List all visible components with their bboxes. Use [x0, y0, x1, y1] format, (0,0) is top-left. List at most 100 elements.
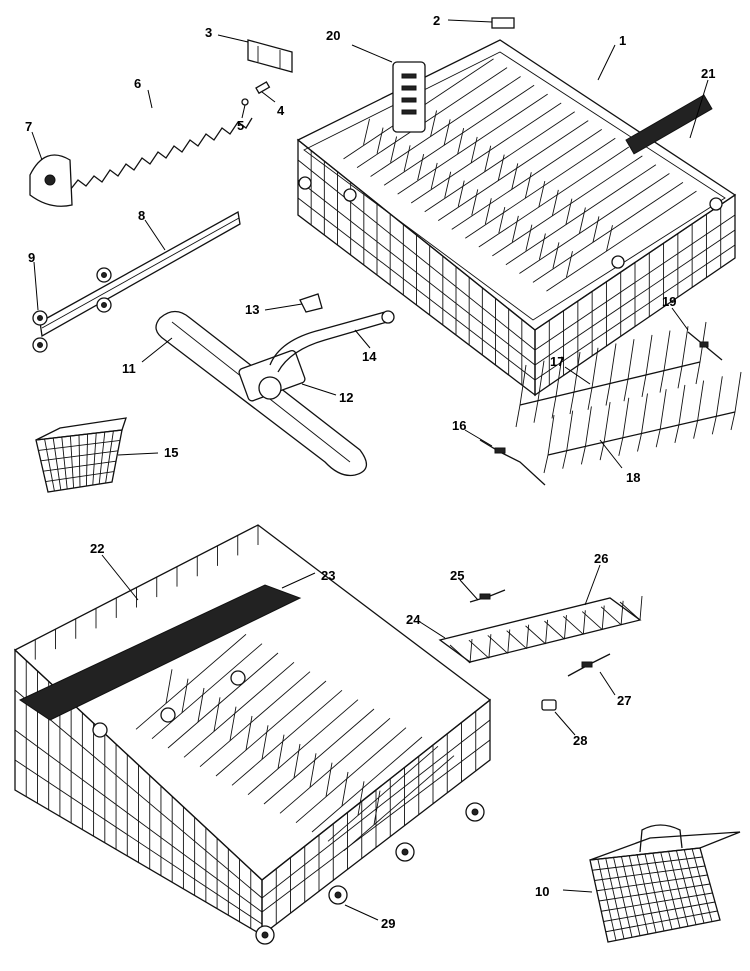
rack-wire — [470, 136, 478, 164]
tine-row-18 — [543, 371, 742, 474]
rack-wire — [544, 620, 565, 640]
rack-wire — [734, 371, 742, 413]
rack-wire — [443, 119, 451, 146]
part-6-spring-wire — [51, 117, 253, 193]
callout-29: 29 — [381, 916, 395, 931]
rack-wire — [327, 745, 439, 842]
rack-wire — [627, 339, 635, 380]
rack-wire — [135, 633, 247, 730]
fold-tines — [438, 595, 643, 664]
rack-wire — [569, 392, 575, 415]
rack-wire — [229, 706, 237, 741]
rack-wire — [623, 379, 629, 402]
rack-wire — [639, 595, 643, 621]
rack-wire — [487, 635, 509, 654]
rack-wire — [515, 404, 521, 428]
rack-wire — [471, 189, 479, 216]
rack-wire — [397, 93, 548, 195]
rack-wire — [410, 102, 562, 204]
rack-wire — [437, 120, 589, 221]
callout-labels: 1 2 3 4 5 6 7 8 9 10 11 12 13 14 15 16 1… — [25, 13, 715, 931]
rack-wire — [546, 190, 697, 292]
callout-11: 11 — [122, 361, 136, 376]
rack-wire — [52, 437, 62, 491]
rack-wire — [525, 625, 546, 645]
rack-wire — [537, 360, 545, 401]
rack-wire — [465, 137, 616, 239]
small-basket — [35, 417, 127, 493]
rack-wire — [645, 334, 653, 375]
rack-wire — [247, 699, 359, 796]
rack-wire — [373, 790, 381, 825]
rack-wire — [183, 661, 295, 758]
rack-wire — [663, 330, 671, 371]
rack-wire — [424, 111, 575, 213]
rack-wire — [430, 162, 438, 190]
rack-wire — [695, 361, 701, 385]
rack-wire — [619, 601, 641, 621]
rack-wire — [566, 251, 573, 278]
rack-wire — [279, 717, 391, 814]
rack-wire — [69, 435, 75, 489]
rack-wire — [543, 454, 549, 474]
callout-27: 27 — [617, 693, 631, 708]
rack-wire — [730, 411, 736, 431]
rack-wire — [598, 883, 711, 902]
rack-wire — [325, 762, 333, 797]
rack-wire — [245, 715, 253, 751]
rack-wire — [451, 129, 603, 230]
rack-wire — [295, 727, 407, 824]
rack-wire — [417, 154, 425, 181]
rack-wire — [591, 347, 599, 388]
lower-rack — [13, 524, 492, 945]
rack-wire — [343, 755, 455, 852]
rack-wire — [525, 224, 533, 251]
callout-23: 23 — [321, 568, 335, 583]
rack-wire — [468, 639, 490, 659]
rack-wire — [674, 424, 680, 443]
rack-wire — [92, 432, 97, 486]
rack-wire — [711, 416, 717, 435]
rack-wire — [681, 326, 689, 367]
rack-wire — [697, 380, 705, 421]
part-25-clip — [469, 589, 506, 603]
rack-wire — [165, 669, 173, 704]
rack-wire — [231, 689, 343, 786]
rack-wire — [390, 136, 398, 163]
callout-26: 26 — [594, 551, 608, 566]
rack-wire — [181, 678, 189, 713]
rack-wire — [484, 145, 492, 172]
rack-wire — [584, 406, 592, 447]
rack-wire — [430, 110, 438, 137]
part-16-clip — [479, 439, 546, 486]
callout-10: 10 — [535, 884, 549, 899]
callout-18: 18 — [626, 470, 640, 485]
rack-wire — [693, 420, 699, 439]
rack-wire — [519, 364, 527, 406]
rack-wire — [370, 76, 521, 177]
rack-wire — [444, 171, 452, 198]
rack-wire — [552, 242, 560, 269]
rack-wire — [519, 173, 670, 274]
callout-5: 5 — [237, 118, 244, 133]
callout-28: 28 — [573, 733, 587, 748]
callout-8: 8 — [138, 208, 145, 223]
rack-wire — [478, 146, 630, 248]
rack-wire — [449, 644, 471, 664]
rack-wire — [457, 180, 465, 207]
rack-wire — [609, 343, 617, 384]
track-rail — [32, 210, 241, 353]
rack-wire — [618, 437, 624, 456]
rack-wire — [622, 397, 630, 438]
rack-wire — [505, 164, 657, 266]
rack-wire — [38, 439, 121, 451]
rack-wire — [311, 736, 423, 833]
rack-wire — [678, 384, 686, 425]
rack-wire — [659, 370, 665, 393]
callout-17: 17 — [550, 354, 564, 369]
rack-wire — [565, 198, 573, 225]
rack-wire — [199, 671, 311, 768]
part-27-clip — [567, 653, 611, 677]
rack-wire — [43, 460, 117, 472]
